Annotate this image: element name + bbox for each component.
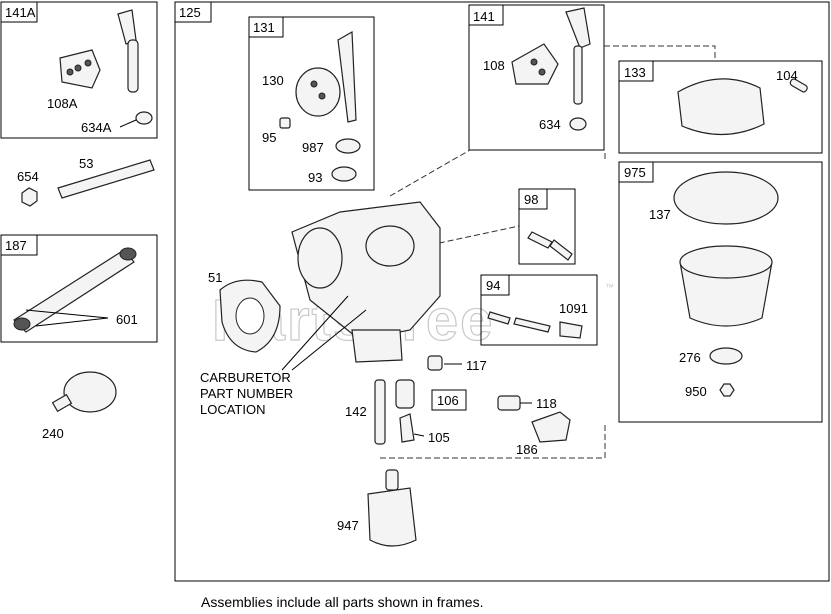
label-104: 104 [776, 68, 798, 83]
dash-141 [389, 149, 471, 197]
frame-label-133: 133 [624, 65, 646, 80]
carburetor-body [291, 201, 441, 363]
frame-label-187: 187 [5, 238, 27, 253]
frame-label-975: 975 [624, 165, 646, 180]
part-106-shape [395, 379, 415, 409]
part-group-118-186: 118 186 [497, 395, 571, 457]
part-947-shape [367, 487, 417, 547]
frame-131: 131 130 95 987 93 [248, 16, 375, 191]
label-95: 95 [262, 130, 276, 145]
frame-125: 125 [174, 1, 830, 582]
part-137-shape [673, 171, 779, 225]
label-1091: 1091 [559, 301, 588, 316]
frame-975: 975 137 276 950 [618, 161, 823, 423]
callout-line-3: LOCATION [200, 402, 266, 417]
frame-106: 106 [395, 379, 467, 411]
label-117: 117 [466, 358, 487, 373]
label-51: 51 [208, 270, 222, 285]
part-1091-shape [559, 321, 583, 339]
part-group-947: 947 [337, 469, 417, 547]
label-276: 276 [679, 350, 701, 365]
label-186: 186 [516, 442, 538, 457]
part-group-117: 117 [427, 355, 487, 373]
part-987-shape [335, 138, 361, 154]
label-53: 53 [79, 156, 93, 171]
part-133-shape [677, 78, 765, 136]
spring-98 [527, 231, 553, 249]
part-105-shape [399, 413, 415, 443]
shaft-141a [127, 39, 139, 93]
frame-141: 141 108 634 [468, 4, 605, 151]
frame-label-125: 125 [179, 5, 201, 20]
part-53-shape [57, 159, 155, 199]
part-104-shape [789, 78, 808, 93]
frame-133: 133 104 [618, 60, 823, 154]
frame-label-94: 94 [486, 278, 500, 293]
label-634a: 634A [81, 120, 112, 135]
dash-133 [604, 45, 716, 61]
part-95-shape [279, 117, 291, 129]
frame-label-141: 141 [473, 9, 495, 24]
callout-line-2: PART NUMBER [200, 386, 293, 401]
frame-label-131: 131 [253, 20, 275, 35]
part-950-shape [719, 383, 735, 397]
label-105: 105 [428, 430, 450, 445]
frame-187: 187 601 [0, 234, 158, 343]
part-130-shape [295, 67, 341, 117]
label-654: 654 [17, 169, 39, 184]
part-634a-shape [135, 111, 153, 125]
part-634-shape [569, 117, 587, 131]
label-987: 987 [302, 140, 324, 155]
part-group-654-53: 654 53 [17, 156, 155, 207]
label-601: 601 [116, 312, 138, 327]
part-240-shape [63, 371, 117, 413]
dash-bottom [380, 422, 606, 459]
part-186-shape [531, 411, 571, 443]
lever-141 [565, 7, 591, 49]
part-654-shape [21, 187, 38, 207]
label-108a: 108A [47, 96, 78, 111]
shaft-131 [337, 30, 357, 123]
frame-label-98: 98 [524, 192, 538, 207]
frame-141a: 141A 108A 634A [0, 1, 158, 139]
needle-94 [513, 317, 551, 333]
shaft-141 [573, 45, 583, 105]
part-group-142-105: 142 105 [345, 379, 450, 445]
label-950: 950 [685, 384, 707, 399]
watermark-tm: ™ [605, 282, 614, 292]
spring-94 [487, 311, 511, 325]
frame-98: 98 [518, 188, 576, 265]
label-93: 93 [308, 170, 322, 185]
frame-label-106: 106 [437, 393, 459, 408]
label-947: 947 [337, 518, 359, 533]
part-group-51: 51 [208, 270, 281, 353]
lever-141a [117, 9, 137, 45]
part-group-240: 240 [42, 371, 117, 441]
label-108: 108 [483, 58, 505, 73]
carburetor-callout: CARBURETOR PART NUMBER LOCATION [200, 295, 367, 417]
label-240: 240 [42, 426, 64, 441]
label-137: 137 [649, 207, 671, 222]
callout-line-1: CARBURETOR [200, 370, 291, 385]
dash-98 [429, 225, 520, 246]
frame-94: 94 1091 [480, 274, 598, 346]
part-93-shape [331, 166, 357, 182]
part-142-shape [374, 379, 386, 445]
part-118-shape [497, 395, 521, 411]
label-142: 142 [345, 404, 367, 419]
label-130: 130 [262, 73, 284, 88]
frame-label-141a: 141A [5, 5, 36, 20]
label-634: 634 [539, 117, 561, 132]
label-118: 118 [536, 396, 557, 411]
diagram-caption: Assemblies include all parts shown in fr… [201, 594, 484, 610]
part-117-shape [427, 355, 443, 371]
part-276-shape [709, 347, 743, 365]
screw-98 [549, 239, 573, 261]
